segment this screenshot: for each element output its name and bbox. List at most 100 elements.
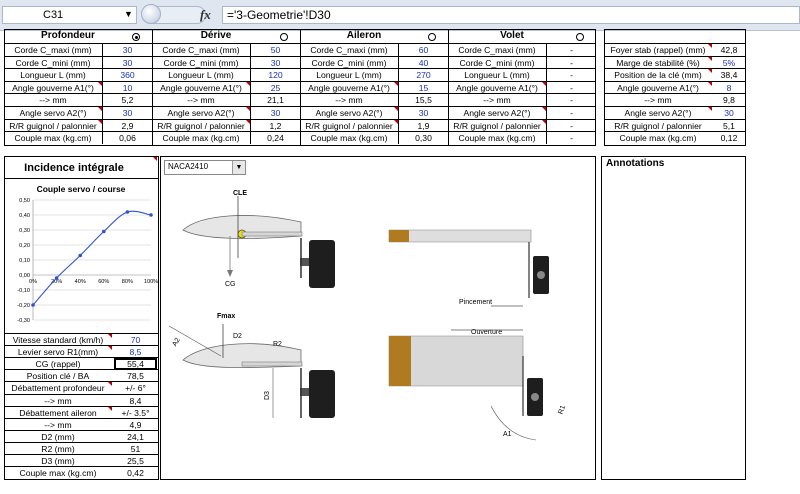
chart-series-line	[32, 210, 152, 306]
comment-marker	[708, 81, 712, 86]
column-radio[interactable]	[576, 33, 584, 41]
row-value[interactable]: 0,24	[267, 133, 284, 144]
row-value[interactable]: 15	[418, 82, 429, 93]
row-value[interactable]: 1,9	[417, 120, 430, 131]
stab-row-value[interactable]: 5,1	[723, 120, 735, 131]
column-radio[interactable]	[132, 33, 140, 41]
row-value[interactable]: 60	[418, 45, 429, 55]
row-value[interactable]: 30	[418, 108, 429, 118]
row-divider	[448, 93, 596, 95]
label-cg: CG	[225, 281, 236, 288]
comment-marker	[108, 334, 112, 338]
stab-row-value[interactable]: 0,12	[720, 133, 738, 144]
column-radio[interactable]	[280, 33, 288, 41]
row-divider	[604, 43, 746, 44]
label-a2: A2	[171, 337, 181, 348]
row-divider	[4, 417, 159, 419]
row-value[interactable]: 40	[418, 57, 429, 68]
expand-icon[interactable]	[141, 4, 161, 24]
y-tick-label: -0,10	[17, 288, 30, 294]
stab-row-value[interactable]: 8	[726, 82, 732, 93]
incidence-row-label: D2 (mm)	[41, 431, 75, 442]
row-value[interactable]: 21,1	[267, 95, 284, 106]
y-tick-label: 0,40	[19, 213, 30, 219]
row-value[interactable]: -	[570, 120, 573, 131]
incidence-row-value[interactable]: 70	[130, 335, 141, 345]
incidence-row-value[interactable]: 51	[130, 443, 141, 454]
profile-select[interactable]: NACA2410 ▼	[164, 160, 246, 175]
chevron-down-icon[interactable]: ▼	[124, 9, 133, 19]
insert-function-button[interactable]: fx	[200, 7, 211, 22]
incidence-row-value[interactable]: 8,4	[129, 395, 142, 406]
row-value[interactable]: 50	[270, 45, 281, 55]
column-radio[interactable]	[428, 33, 436, 41]
row-divider	[300, 43, 448, 44]
stab-row-value[interactable]: 38,4	[720, 70, 738, 81]
row-value[interactable]: 30	[122, 45, 133, 55]
row-value[interactable]: 30	[122, 57, 133, 68]
stab-row-value[interactable]: 30	[724, 108, 734, 118]
row-divider	[448, 80, 596, 82]
row-divider	[152, 55, 300, 57]
cell-divider	[398, 131, 399, 144]
name-box[interactable]: C31	[2, 6, 137, 24]
row-value[interactable]: 5,2	[121, 95, 134, 106]
incidence-row-value[interactable]: 4,9	[129, 419, 142, 430]
row-value[interactable]: -	[570, 45, 573, 55]
row-value[interactable]: 15,5	[415, 95, 432, 106]
row-value[interactable]: 270	[416, 70, 431, 81]
label-ouverture: Ouverture	[471, 329, 502, 336]
label-fmax: Fmax	[217, 313, 235, 320]
annotations-panel[interactable]	[601, 156, 746, 480]
row-value[interactable]: -	[570, 57, 573, 68]
row-value[interactable]: 1,2	[269, 120, 282, 131]
incidence-row-value[interactable]: 0,42	[127, 468, 144, 479]
row-value[interactable]: 25	[270, 82, 281, 93]
stab-row-label: --> mm	[644, 95, 672, 106]
comment-marker	[246, 81, 250, 86]
cell-divider	[546, 55, 547, 69]
incidence-row-value[interactable]: +/- 3.5°	[121, 407, 150, 418]
row-divider	[448, 43, 596, 44]
row-value[interactable]: -	[570, 133, 573, 144]
stab-row-value[interactable]: 5%	[722, 57, 736, 68]
incidence-row-label: --> mm	[44, 395, 72, 406]
row-value[interactable]: -	[570, 108, 573, 118]
row-value[interactable]: 30	[270, 57, 281, 68]
row-value[interactable]: 0,30	[415, 133, 432, 144]
row-label: Angle gouverne A1(°)	[308, 82, 390, 93]
row-divider	[4, 43, 152, 44]
row-value[interactable]: 2,9	[121, 120, 134, 131]
row-label: Corde C_maxi (mm)	[310, 45, 388, 55]
incidence-row-label: D3 (mm)	[41, 456, 75, 466]
stab-row-value[interactable]: 42,8	[720, 45, 738, 55]
y-tick-label: 0,00	[19, 273, 30, 279]
row-value[interactable]: 360	[120, 70, 135, 81]
x-tick-label: 60%	[98, 279, 109, 285]
incidence-row-value[interactable]: 78,5	[127, 371, 144, 382]
row-label: Angle servo A2(°)	[167, 108, 235, 118]
chevron-down-icon[interactable]: ▼	[232, 161, 245, 174]
label-d3: D3	[264, 391, 271, 400]
formula-input[interactable]: ='3-Geometrie'!D30	[222, 6, 800, 24]
incidence-row-value[interactable]: +/- 6°	[125, 383, 146, 394]
surface-bottom-right-edge	[389, 336, 411, 386]
row-label: Couple max (kg.cm)	[310, 133, 388, 144]
stab-row-value[interactable]: 9,8	[723, 95, 735, 106]
row-value[interactable]: -	[570, 82, 573, 93]
row-value[interactable]: 30	[122, 108, 133, 118]
row-value[interactable]: 120	[268, 70, 283, 81]
incidence-row-value[interactable]: 8,5	[129, 347, 142, 358]
row-divider	[604, 93, 746, 95]
servo-top-right-horn	[537, 271, 545, 279]
incidence-row-value[interactable]: 24,1	[127, 431, 144, 442]
incidence-row-value[interactable]: 25,5	[127, 456, 144, 466]
row-value[interactable]: 0,06	[119, 133, 136, 144]
column-header: Aileron	[346, 30, 382, 41]
cell-divider	[398, 68, 399, 81]
row-value[interactable]: -	[570, 95, 573, 106]
selected-cell[interactable]: 55,4	[114, 358, 157, 371]
row-value[interactable]: -	[570, 70, 573, 81]
row-value[interactable]: 30	[270, 108, 281, 118]
row-value[interactable]: 10	[122, 82, 133, 93]
